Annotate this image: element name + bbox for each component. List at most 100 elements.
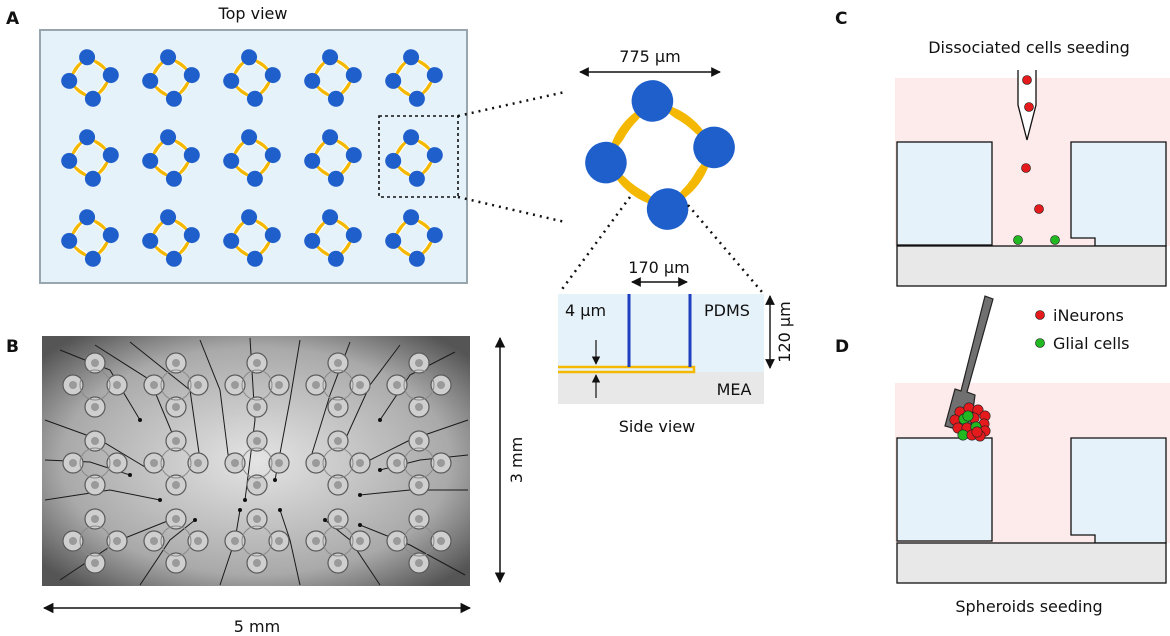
micro-well-center — [415, 359, 423, 367]
well — [585, 141, 627, 184]
well — [246, 90, 263, 107]
well — [165, 90, 182, 107]
well — [403, 209, 420, 226]
well — [165, 250, 182, 267]
micro-well-center — [275, 459, 283, 467]
node — [385, 209, 443, 267]
node — [61, 49, 119, 107]
node — [304, 49, 362, 107]
micro-well-center — [393, 537, 401, 545]
well — [426, 67, 443, 84]
micro-well-center — [253, 403, 261, 411]
node-grid — [61, 49, 443, 267]
well — [304, 232, 321, 249]
spheroid-neuron — [971, 426, 983, 438]
micro-well-center — [334, 359, 342, 367]
channel-width-label: 170 µm — [628, 258, 689, 277]
side-zoom-line-right — [687, 204, 763, 293]
micro-well-center — [172, 437, 180, 445]
electrode-pad — [358, 523, 362, 527]
well — [102, 67, 119, 84]
electrode-trace — [44, 489, 161, 501]
micro-well-center — [91, 437, 99, 445]
c-neuron-dot — [1021, 163, 1031, 173]
well — [304, 72, 321, 89]
micro-well-center — [91, 403, 99, 411]
well — [327, 250, 344, 267]
node — [61, 209, 119, 267]
well — [160, 49, 177, 66]
c-glial-dot — [1050, 235, 1060, 245]
node — [223, 209, 281, 267]
well — [304, 152, 321, 169]
height-large-label: 120 µm — [775, 301, 794, 362]
d-pdms-left — [896, 437, 993, 542]
micro-channel-ring — [160, 525, 192, 557]
well — [693, 126, 735, 169]
well — [403, 129, 420, 146]
side-view-label: Side view — [619, 417, 696, 436]
well — [84, 170, 101, 187]
micro-well-center — [69, 381, 77, 389]
micro-well-center — [231, 459, 239, 467]
micro-well-center — [91, 515, 99, 523]
micro-well-center — [415, 515, 423, 523]
well — [102, 227, 119, 244]
well — [322, 129, 339, 146]
electrode-pad — [378, 418, 382, 422]
diameter-label: 775 µm — [619, 47, 680, 66]
well — [345, 227, 362, 244]
well — [264, 227, 281, 244]
micro-well-center — [194, 381, 202, 389]
micro-well-center — [334, 437, 342, 445]
well — [142, 232, 159, 249]
node — [385, 129, 443, 187]
electrode-pad — [138, 418, 142, 422]
micro-well-center — [253, 437, 261, 445]
micro-channel-ring — [241, 525, 273, 557]
panel-d-caption: Spheroids seeding — [955, 597, 1102, 616]
well — [241, 209, 258, 226]
well — [183, 227, 200, 244]
micro-well-center — [312, 381, 320, 389]
well — [426, 147, 443, 164]
micro-well-center — [69, 459, 77, 467]
micro-channel-ring — [322, 369, 354, 401]
micro-channel-ring — [403, 447, 435, 479]
micro-well-center — [253, 481, 261, 489]
well — [84, 90, 101, 107]
electrode-trace — [199, 339, 231, 471]
micro-channel-ring — [403, 525, 435, 557]
well — [345, 67, 362, 84]
micro-channel-ring — [160, 447, 192, 479]
node — [304, 209, 362, 267]
micro-well-center — [150, 381, 158, 389]
micro-well-center — [194, 459, 202, 467]
panel-label-b: B — [6, 337, 19, 357]
electrode-pad — [378, 468, 382, 472]
c-pdms-left — [896, 141, 993, 246]
well — [408, 170, 425, 187]
well — [646, 188, 689, 230]
well — [246, 250, 263, 267]
micro-well-center — [172, 403, 180, 411]
c-neuron-dot — [1034, 204, 1044, 214]
top-view-label: Top view — [218, 4, 288, 23]
node — [142, 129, 200, 187]
micro-well-center — [91, 481, 99, 489]
side-zoom-line-left — [558, 196, 632, 293]
micro-well-center — [150, 459, 158, 467]
electrode-trace — [59, 349, 141, 421]
well — [241, 129, 258, 146]
microscopy-image — [42, 336, 470, 586]
micro-well-center — [356, 459, 364, 467]
panel-label-a: A — [6, 9, 20, 29]
micro-well-center — [172, 515, 180, 523]
well — [385, 152, 402, 169]
node — [585, 80, 735, 230]
well — [246, 170, 263, 187]
micro-well-center — [172, 481, 180, 489]
legend-swatch-glial — [1035, 338, 1045, 348]
well — [426, 227, 443, 244]
well — [385, 72, 402, 89]
